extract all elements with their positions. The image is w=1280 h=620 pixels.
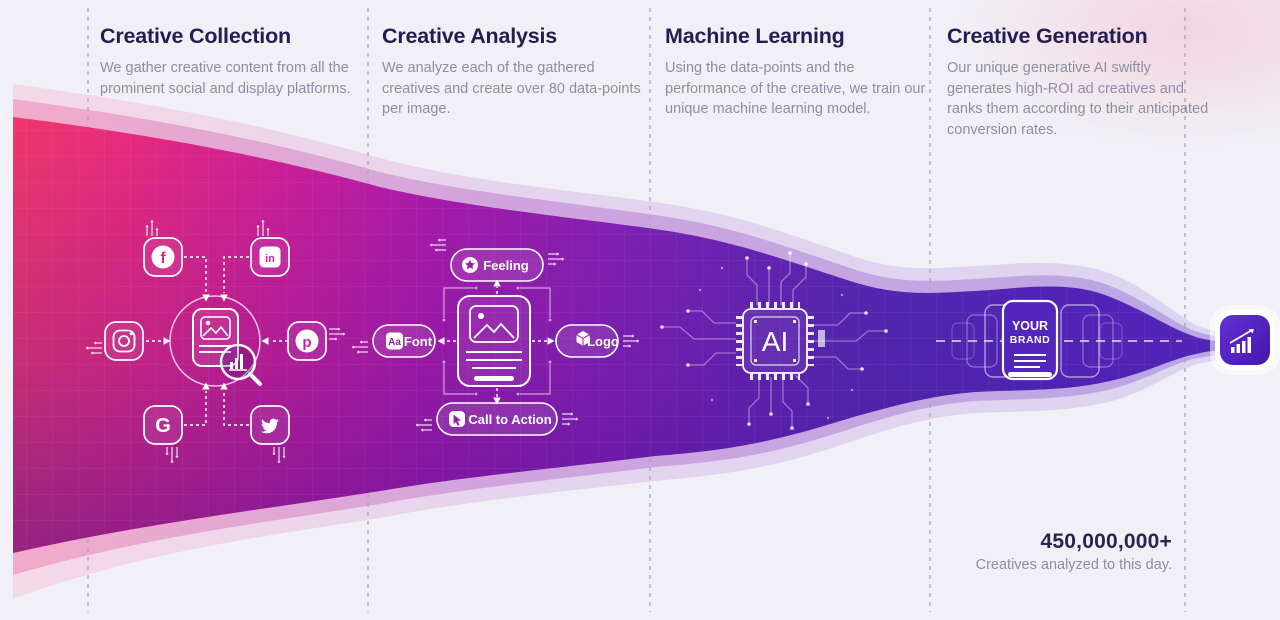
column-title: Machine Learning — [665, 24, 845, 48]
cta-pill: Call to Action — [436, 402, 558, 436]
circuit-dots — [660, 251, 888, 430]
svg-text:f: f — [160, 250, 166, 267]
twitter-icon — [250, 405, 290, 445]
app-logo-icon — [1210, 305, 1280, 375]
collection-hub — [169, 295, 261, 387]
svg-text:p: p — [302, 334, 311, 351]
brand-line2: BRAND — [1010, 334, 1050, 346]
svg-text:Aa: Aa — [388, 337, 401, 348]
funnel-body — [13, 117, 1224, 553]
column-creative-collection: Creative Collection We gather creative c… — [100, 24, 362, 99]
feeling-pill: Feeling — [450, 248, 544, 282]
ai-chip-label: AI — [762, 326, 788, 357]
stats-block: 450,000,000+ Creatives analyzed to this … — [976, 530, 1172, 573]
section-separators — [87, 8, 1186, 612]
logo-label: Logo — [587, 334, 619, 349]
brand-card-stack: YOUR BRAND — [951, 299, 1123, 381]
column-creative-analysis: Creative Analysis We analyze each of the… — [382, 24, 644, 120]
circuit-traces — [664, 255, 884, 426]
magnifier-chart-icon — [219, 343, 262, 386]
cta-label: Call to Action — [468, 412, 551, 427]
ai-chip-icon: AI — [736, 302, 825, 380]
column-creative-generation: Creative Generation Our unique generativ… — [947, 24, 1209, 140]
svg-text:in: in — [265, 253, 275, 265]
analysis-connectors — [445, 287, 547, 397]
column-title: Creative Generation — [947, 24, 1148, 48]
column-title: Creative Collection — [100, 24, 291, 48]
column-description: We analyze each of the gathered creative… — [382, 60, 641, 118]
column-description: We gather creative content from all the … — [100, 60, 351, 97]
font-pill: Aa Font — [372, 324, 436, 358]
column-machine-learning: Machine Learning Using the data-points a… — [665, 24, 927, 120]
logo-pill: Logo — [555, 324, 619, 358]
bar-chart-glyph — [1229, 329, 1254, 353]
google-icon: G — [143, 405, 183, 445]
pinterest-icon: p — [287, 321, 327, 361]
facebook-icon: f — [143, 237, 183, 277]
column-description: Using the data-points and the performanc… — [665, 60, 926, 118]
column-description: Our unique generative AI swiftly generat… — [947, 60, 1209, 138]
analysis-brackets — [442, 286, 552, 396]
svg-text:G: G — [155, 415, 171, 437]
feeling-label: Feeling — [483, 258, 529, 273]
stats-caption: Creatives analyzed to this day. — [975, 557, 1172, 573]
column-title: Creative Analysis — [382, 24, 558, 48]
instagram-icon — [104, 321, 144, 361]
collection-connectors — [146, 256, 288, 426]
stats-value: 450,000,000+ — [1040, 530, 1172, 553]
font-label: Font — [404, 334, 433, 349]
linkedin-icon: in — [250, 237, 290, 277]
analysis-card — [457, 295, 531, 387]
brand-line1: YOUR — [1012, 319, 1048, 333]
pink-glow — [950, 0, 1280, 150]
